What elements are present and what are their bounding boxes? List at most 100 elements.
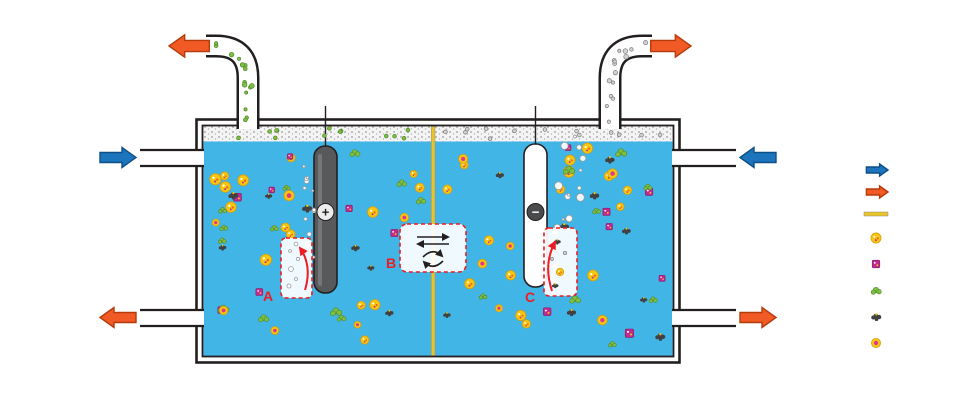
legend-yellow-pink-core-particle — [871, 337, 882, 348]
callout-a-label: A — [263, 288, 273, 304]
particle-magenta — [543, 307, 552, 316]
left-tank-particle-field — [209, 149, 427, 345]
particle-dark-cluster — [589, 192, 600, 200]
gas-dot-gray — [562, 250, 568, 256]
gas-dot-green — [237, 56, 242, 61]
particle-dark-cluster — [640, 297, 648, 303]
left-electrode: + — [313, 145, 338, 294]
gas-dot-green — [273, 135, 278, 141]
gas-dot-green — [228, 51, 235, 58]
gas-dot-green — [327, 126, 332, 131]
particle-green — [615, 148, 628, 157]
gas-dot-gray — [617, 48, 622, 53]
particle-green — [870, 286, 882, 295]
particle-green — [217, 237, 227, 244]
bubble — [565, 214, 573, 223]
gas-dot-green — [405, 127, 411, 133]
gas-dot-gray — [612, 59, 617, 64]
particle-yellow — [622, 185, 633, 195]
particle-green — [396, 179, 407, 187]
left-headspace-gas-dots — [236, 126, 411, 141]
particle-green — [282, 184, 291, 191]
bubble — [578, 168, 583, 173]
right-inflow-arrow — [738, 146, 777, 169]
gas-dot-gray — [639, 132, 644, 138]
particle-yellow-pink-core — [597, 314, 608, 326]
bottom-left-outflow-arrow — [98, 306, 137, 329]
particle-green — [258, 314, 270, 323]
left-chimney-gas-dots — [213, 41, 255, 123]
particle-yellow — [555, 267, 565, 277]
particle-green — [643, 184, 653, 191]
gas-chimneys — [206, 34, 652, 129]
particle-green — [592, 207, 601, 215]
gas-dot-green — [337, 129, 343, 134]
particle-yellow — [209, 173, 222, 186]
left-outlet-pipe — [140, 310, 204, 326]
bubble — [567, 193, 571, 197]
particle-green — [218, 207, 227, 214]
legend-membrane-line — [863, 211, 889, 217]
particle-dark-cluster — [871, 313, 882, 322]
gas-dot-gray — [629, 47, 634, 52]
particle-yellow — [219, 181, 232, 193]
particle-magenta — [658, 274, 666, 282]
particle-green — [569, 295, 581, 304]
callout-c-arrow — [547, 240, 556, 292]
particle-magenta — [624, 328, 634, 338]
gas-dot-green — [322, 133, 327, 138]
particle-magenta — [390, 229, 399, 237]
callout-b: B — [386, 223, 467, 273]
bubble — [311, 207, 317, 212]
particle-green — [648, 296, 658, 304]
gas-dot-gray — [443, 129, 448, 135]
tank-outer-wall — [195, 118, 681, 364]
particle-yellow — [356, 300, 366, 310]
particle-dark-cluster — [605, 156, 615, 164]
particle-yellow — [259, 253, 272, 266]
bubble — [302, 186, 307, 191]
gas-dot-gray — [612, 70, 618, 76]
gas-dot-green — [274, 128, 279, 133]
particle-yellow-pink-core — [871, 337, 882, 348]
particle-green — [330, 307, 343, 317]
legend-yellow-particle — [870, 232, 882, 244]
particle-dark-cluster — [351, 244, 360, 252]
gas-dot-green — [243, 107, 248, 112]
side-pipes — [140, 148, 736, 328]
particle-yellow — [220, 171, 230, 181]
circulation-arc-top — [422, 248, 444, 258]
particle-magenta — [286, 153, 294, 160]
particle-yellow-pink-core — [353, 321, 362, 329]
particle-dark-cluster — [302, 204, 313, 213]
particle-magenta — [602, 207, 611, 216]
particle-yellow — [587, 269, 599, 282]
particle-dark-cluster — [566, 309, 577, 317]
anode-highlight — [318, 154, 322, 286]
particle-yellow — [285, 229, 296, 240]
legend-orange-arrow-shape — [865, 184, 890, 200]
particle-dark-cluster — [655, 333, 666, 341]
gas-dot-gray — [483, 126, 489, 131]
gas-dot-green — [244, 90, 249, 95]
particle-dark-cluster — [385, 309, 394, 317]
anode-terminal — [316, 203, 335, 221]
particle-yellow — [369, 299, 381, 311]
gas-dot-gray — [550, 257, 554, 261]
particle-green — [415, 197, 427, 205]
bottom-right-outflow-arrow — [739, 306, 778, 329]
callout-b-label: B — [386, 255, 396, 271]
particle-yellow — [564, 154, 576, 166]
particle-dark-cluster — [228, 191, 239, 200]
bubble — [560, 141, 569, 150]
gas-dot-gray — [542, 127, 548, 132]
particle-yellow — [442, 184, 453, 195]
particle-dark-cluster — [265, 193, 273, 199]
bubble — [576, 193, 585, 202]
right-inlet-pipe — [672, 150, 736, 166]
anode-plus-sign: + — [322, 205, 330, 220]
gas-dot-gray — [616, 132, 622, 137]
bubble — [302, 164, 306, 169]
